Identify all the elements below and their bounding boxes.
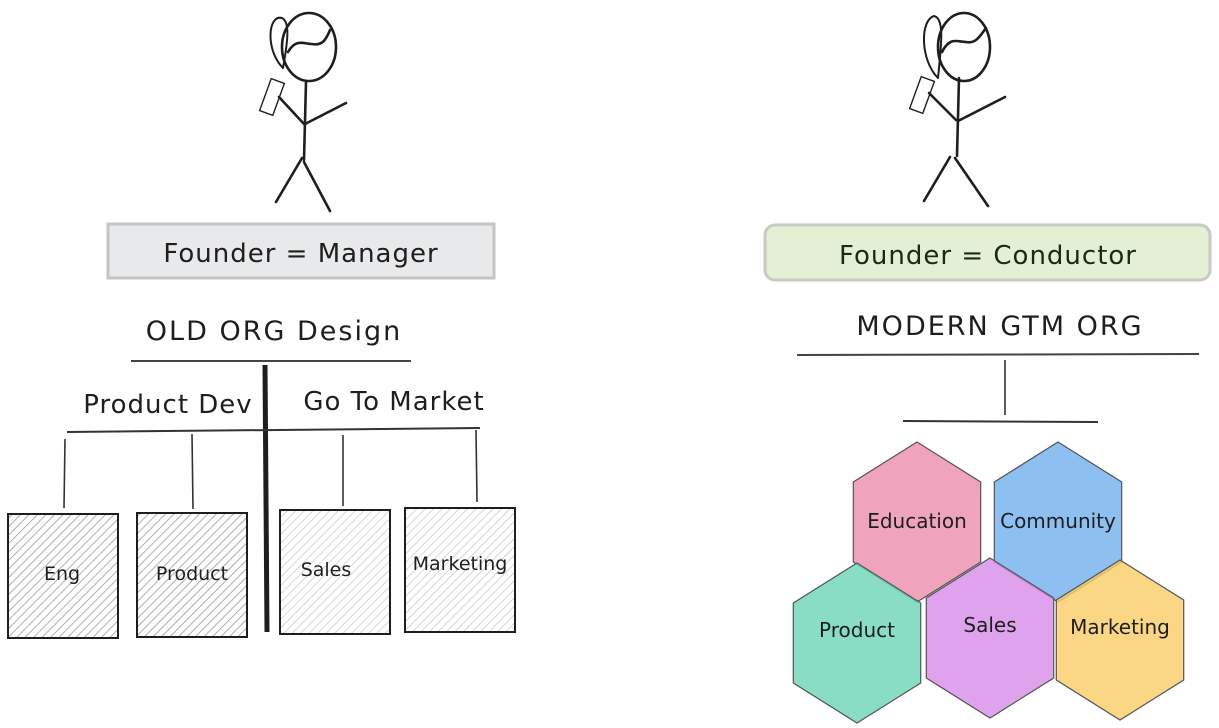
role-label-manager: Founder = Manager — [163, 239, 438, 269]
branch-label-go-to-market: Go To Market — [303, 387, 484, 417]
connector-stems — [63, 429, 478, 510]
hexagon-sales — [925, 557, 1055, 719]
department-label: Product — [156, 563, 228, 585]
branch-connector-line — [66, 427, 481, 433]
hexagon-shape — [925, 557, 1055, 719]
department-box-product: Product — [136, 512, 248, 638]
title-underline — [796, 353, 1200, 356]
hexagon-product — [792, 562, 922, 724]
modern-org-title: MODERN GTM ORG — [856, 311, 1143, 342]
founder-manager-figure — [258, 11, 348, 213]
branch-label-product-dev: Product Dev — [83, 390, 252, 420]
hexagon-label: Product — [819, 618, 895, 642]
hexagon-shape — [1055, 559, 1185, 721]
hexagon-label: Sales — [963, 613, 1016, 637]
connector-line — [902, 420, 1099, 423]
founder-conductor-figure — [908, 11, 1007, 208]
role-box-conductor: Founder = Conductor — [763, 223, 1212, 282]
hexagon-marketing — [1055, 559, 1185, 721]
department-box-eng: Eng — [7, 513, 119, 639]
role-label-conductor: Founder = Conductor — [839, 241, 1137, 271]
role-box-manager: Founder = Manager — [106, 222, 496, 280]
hexagon-label: Community — [1000, 509, 1116, 533]
stick-figure-icon — [908, 11, 1007, 208]
hexagon-shape — [792, 562, 922, 724]
department-label: Eng — [44, 563, 80, 585]
stick-figure-icon — [258, 11, 348, 213]
department-label: Marketing — [413, 553, 508, 575]
hexagon-label: Marketing — [1070, 615, 1170, 639]
department-box-sales: Sales — [279, 509, 391, 635]
department-box-marketing: Marketing — [404, 507, 516, 633]
division-divider — [262, 364, 270, 633]
department-label: Sales — [301, 559, 352, 581]
old-org-title: OLD ORG Design — [146, 316, 402, 347]
hexagon-label: Education — [867, 509, 967, 533]
